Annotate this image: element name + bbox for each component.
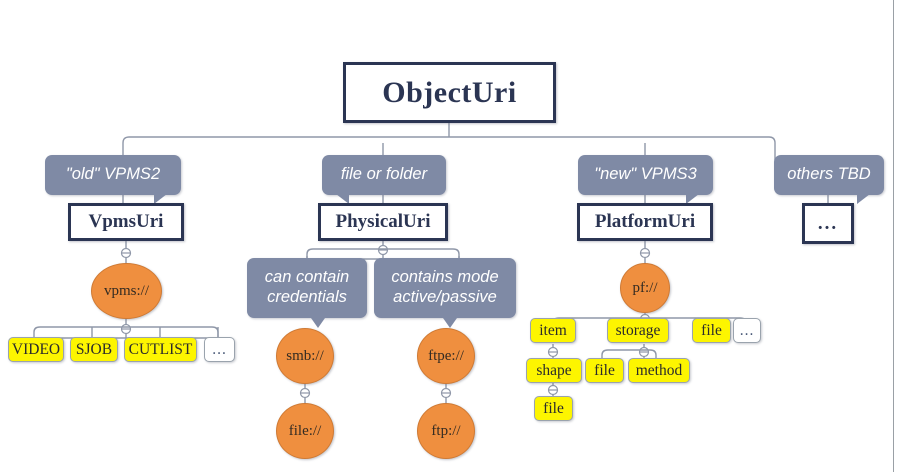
annotation-old-vpms2-label: "old" VPMS2 bbox=[65, 165, 161, 184]
class-box-vpmsuri[interactable]: VpmsUri bbox=[68, 203, 184, 241]
callout-tail-icon bbox=[311, 318, 325, 328]
class-box-objecturi[interactable]: ObjectUri bbox=[343, 62, 556, 123]
scheme-circle-vpms[interactable]: vpms:// bbox=[91, 263, 162, 319]
class-box-vpmsuri-label: VpmsUri bbox=[88, 211, 164, 232]
leaf-shape-file-label: file bbox=[543, 399, 564, 417]
leaf-platform-more-label: ... bbox=[739, 321, 755, 339]
scheme-circle-vpms-label: vpms:// bbox=[103, 282, 149, 299]
class-box-others[interactable]: ... bbox=[802, 203, 854, 244]
leaf-file-top[interactable]: file bbox=[692, 318, 731, 343]
leaf-storage[interactable]: storage bbox=[607, 318, 669, 343]
leaf-file-top-label: file bbox=[701, 321, 722, 339]
note-mode-line1: contains mode bbox=[391, 268, 499, 287]
leaf-platform-more[interactable]: ... bbox=[733, 318, 761, 343]
leaf-cutlist-label: CUTLIST bbox=[128, 340, 193, 358]
leaf-sjob-label: SJOB bbox=[75, 340, 113, 358]
scheme-circle-smb-label: smb:// bbox=[286, 347, 324, 364]
scheme-circle-file[interactable]: file:// bbox=[276, 403, 334, 459]
note-credentials-line2: credentials bbox=[267, 288, 347, 306]
annotation-others-tbd-label: others TBD bbox=[787, 165, 871, 184]
scheme-circle-ftpe[interactable]: ftpe:// bbox=[417, 328, 475, 384]
class-box-platformuri-label: PlatformUri bbox=[594, 211, 696, 232]
leaf-vpms-more[interactable]: ... bbox=[204, 337, 235, 362]
leaf-storage-label: storage bbox=[615, 321, 661, 339]
annotation-file-or-folder: file or folder bbox=[322, 155, 446, 204]
class-box-objecturi-label: ObjectUri bbox=[382, 75, 517, 109]
leaf-storage-file-label: file bbox=[594, 361, 615, 379]
class-box-physicaluri[interactable]: PhysicalUri bbox=[318, 203, 448, 241]
note-can-contain-credentials: can contain credentials bbox=[247, 258, 367, 328]
annotation-others-tbd: others TBD bbox=[774, 155, 884, 204]
callout-tail-icon bbox=[686, 194, 699, 204]
leaf-item[interactable]: item bbox=[530, 318, 576, 343]
leaf-vpms-more-label: ... bbox=[212, 340, 227, 358]
note-mode-line2: active/passive bbox=[393, 288, 497, 306]
leaf-cutlist[interactable]: CUTLIST bbox=[124, 337, 197, 362]
leaf-shape-label: shape bbox=[536, 361, 572, 379]
callout-tail-icon bbox=[443, 318, 457, 328]
leaf-video-label: VIDEO bbox=[11, 340, 61, 358]
annotation-new-vpms3-label: "new" VPMS3 bbox=[594, 165, 697, 184]
scheme-circle-ftp[interactable]: ftp:// bbox=[417, 403, 475, 459]
class-box-physicaluri-label: PhysicalUri bbox=[335, 211, 431, 232]
leaf-item-label: item bbox=[539, 321, 567, 339]
annotation-file-or-folder-label: file or folder bbox=[340, 165, 428, 184]
leaf-video[interactable]: VIDEO bbox=[8, 337, 64, 362]
annotation-new-vpms3: "new" VPMS3 bbox=[578, 155, 713, 204]
callout-tail-icon bbox=[336, 194, 349, 204]
scheme-circle-smb[interactable]: smb:// bbox=[276, 328, 334, 384]
leaf-shape[interactable]: shape bbox=[526, 358, 582, 383]
note-contains-mode: contains mode active/passive bbox=[374, 258, 516, 328]
leaf-storage-file[interactable]: file bbox=[585, 358, 624, 383]
leaf-sjob[interactable]: SJOB bbox=[70, 337, 118, 362]
leaf-storage-method[interactable]: method bbox=[628, 358, 690, 383]
leaf-shape-file[interactable]: file bbox=[534, 396, 573, 421]
page-right-border bbox=[893, 0, 894, 472]
callout-tail-icon bbox=[154, 194, 167, 204]
leaf-storage-method-label: method bbox=[635, 361, 683, 379]
scheme-circle-pf[interactable]: pf:// bbox=[620, 263, 670, 313]
class-box-others-label: ... bbox=[817, 212, 839, 234]
scheme-circle-pf-label: pf:// bbox=[632, 279, 658, 296]
scheme-circle-ftpe-label: ftpe:// bbox=[428, 347, 464, 364]
scheme-circle-file-label: file:// bbox=[288, 422, 322, 439]
note-credentials-line1: can contain bbox=[264, 268, 350, 287]
class-box-platformuri[interactable]: PlatformUri bbox=[577, 203, 713, 241]
scheme-circle-ftp-label: ftp:// bbox=[431, 422, 461, 439]
callout-tail-icon bbox=[857, 194, 870, 204]
annotation-old-vpms2: "old" VPMS2 bbox=[45, 155, 181, 204]
